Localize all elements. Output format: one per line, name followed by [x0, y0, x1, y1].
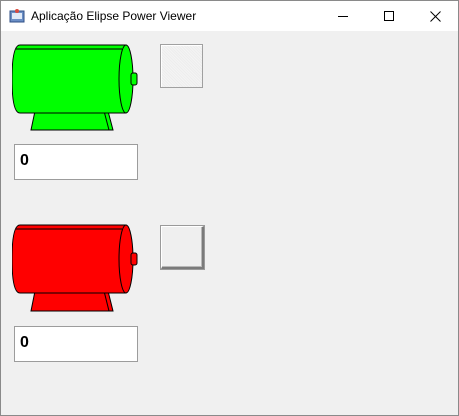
close-button[interactable] — [412, 1, 458, 31]
motor-1[interactable] — [12, 43, 142, 133]
maximize-icon — [384, 11, 394, 21]
close-icon — [429, 10, 441, 22]
motor-2-base-edge — [103, 290, 110, 312]
maximize-button[interactable] — [366, 1, 412, 31]
motor-2[interactable] — [12, 223, 142, 313]
motor-2-base — [30, 290, 114, 312]
window-title: Aplicação Elipse Power Viewer — [31, 9, 197, 23]
motor-2-body — [12, 224, 127, 294]
motor-1-shaft — [130, 72, 138, 86]
motor-2-shaft — [130, 252, 138, 266]
minimize-icon — [338, 16, 348, 17]
app-icon — [9, 9, 25, 23]
motor-1-toggle-button[interactable] — [160, 44, 203, 88]
motor-2-value-field[interactable]: 0 — [14, 326, 138, 362]
motor-1-base — [30, 110, 114, 131]
motor-2-toggle-button[interactable] — [161, 226, 204, 269]
motor-1-base-edge — [103, 110, 110, 131]
motor-1-value-field[interactable]: 0 — [14, 144, 138, 180]
minimize-button[interactable] — [320, 1, 366, 31]
title-bar[interactable]: Aplicação Elipse Power Viewer — [1, 1, 458, 31]
motor-1-body — [12, 44, 127, 114]
